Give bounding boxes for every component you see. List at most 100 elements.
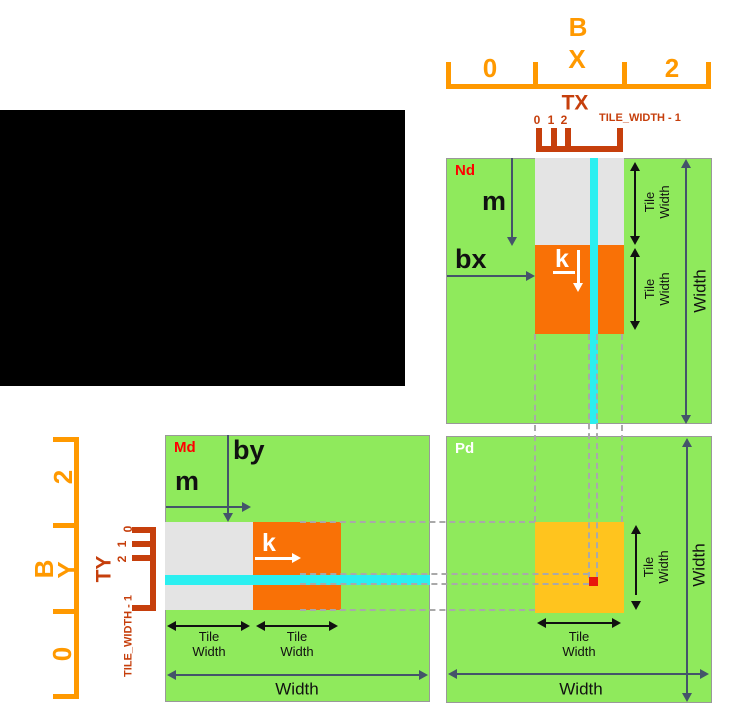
md-tilewidth2-arrowhead-left [256,621,265,631]
pd-result-element [589,577,598,586]
md-by-arrow-line [227,435,229,514]
md-tilewidth2-line1: Tile [286,629,308,644]
by-ruler-bar [74,437,79,699]
tx-tick-label-0: 0 [533,113,541,127]
pd-tilewidth-h-line2: Width [562,644,596,659]
tx-bracket-bar [536,146,623,152]
tx-bracket-tick-2 [565,128,571,152]
md-k-arrow-line [255,557,293,560]
nd-tilewidth2-arrowhead-down [630,321,640,330]
projection-v-stripe-right [596,334,598,578]
pd-tilewidth-v-arrow-line [635,533,637,595]
nd-m-arrowhead [507,237,517,246]
by-ruler-tick-3 [53,694,79,699]
pd-width-h-arrow-line [457,673,701,675]
projection-h-row-bottom [300,609,535,611]
pd-tilewidth-v-line1: Tile [641,556,656,578]
ty-bracket-tick-2 [132,555,156,561]
nd-m-label: m [482,186,507,216]
md-thread-row-stripe [165,575,430,585]
md-by-arrowhead [223,513,233,522]
nd-tilewidth1-arrow-line [634,170,636,237]
md-width-arrowhead-left [167,670,176,680]
md-by-label: by [233,435,265,465]
nd-bx-arrow-line [447,275,527,277]
pd-tilewidth-v-arrowhead-up [631,525,641,534]
nd-width-label: Width [690,269,710,313]
pd-width-v-arrow-line [686,446,688,694]
nd-width-arrowhead-up [681,159,691,168]
tx-bracket-tick-last [617,128,623,152]
md-tilewidth1-line2: Width [192,644,226,659]
nd-tilewidth2-line2: Width [657,272,672,306]
md-width-label: Width [275,679,319,699]
md-tilewidth1-line1: Tile [198,629,220,644]
nd-tilewidth2-label: Tile Width [642,272,672,305]
pd-label: Pd [455,440,475,457]
by-ruler-tick-0 [53,437,79,442]
by-tick-label-2: 2 [48,469,78,485]
md-m-label: m [175,466,200,496]
tx-tick-label-1: 1 [547,113,555,127]
pd-width-h-label: Width [559,679,603,699]
pd-width-v-arrowhead-up [682,438,692,447]
pd-width-h-arrowhead-right [700,669,709,679]
ty-tick-label-1: 1 [115,540,129,548]
by-tick-label-0: 0 [47,646,77,662]
projection-h-row-top [300,521,535,523]
md-width-arrow-line [176,674,420,676]
projection-h-stripe-top [300,573,589,575]
by-letter-y: Y [52,561,82,579]
pd-output-tile [535,522,624,613]
md-m-arrow-line [166,506,243,508]
pd-tilewidth-v-label: Tile Width [641,550,671,583]
bx-tick-label-2: 2 [664,53,680,83]
md-tilewidth2-line2: Width [280,644,314,659]
ty-bracket-tick-last [132,605,156,611]
nd-width-arrow-line [685,167,687,416]
nd-k-label: k [555,245,569,273]
nd-tilewidth1-label: Tile Width [642,185,672,218]
pd-tilewidth-v-line2: Width [656,550,671,584]
bx-tick-label-0: 0 [482,53,498,83]
pd-tilewidth-h-arrowhead-right [612,618,621,628]
nd-bx-arrowhead [526,271,535,281]
nd-label: Nd [455,162,475,179]
nd-tilewidth1-line2: Width [657,185,672,219]
md-tilewidth1-arrowhead-right [241,621,250,631]
pd-width-h-arrowhead-left [448,669,457,679]
nd-width-arrowhead-down [681,415,691,424]
bx-ruler-bar [446,84,711,89]
md-m-arrowhead [242,502,251,512]
nd-tilewidth1-arrowhead-down [630,236,640,245]
nd-tilewidth1-arrowhead-up [630,162,640,171]
md-tilewidth1-arrow-line [175,625,243,627]
nd-k-arrow-line [577,250,580,284]
bx-letter-x: X [568,44,586,74]
pd-width-v-arrowhead-down [682,693,692,702]
tx-bracket-tick-1 [551,128,557,152]
nd-bx-label: bx [455,244,487,274]
nd-column-strip [535,158,624,245]
projection-v-stripe-left [588,334,590,578]
md-label: Md [174,439,196,456]
md-k-arrowhead [292,553,301,563]
projection-v-tile-left [534,334,536,522]
nd-k-underline [553,271,575,274]
tx-title: TX [561,91,589,115]
pd-tilewidth-h-arrowhead-left [537,618,546,628]
md-tilewidth2-label: Tile Width [280,629,313,659]
md-tilewidth2-arrowhead-right [329,621,338,631]
nd-k-arrowhead [573,283,583,292]
ty-bracket-tick-0 [132,527,156,533]
ty-bracket-bar [150,527,156,611]
pd-tilewidth-h-line1: Tile [568,629,590,644]
tx-bracket-tick-0 [536,128,542,152]
tx-tick-label-last: TILE_WIDTH - 1 [599,112,681,124]
projection-v-tile-right [621,334,623,522]
bx-letter-b: B [568,12,588,42]
nd-tilewidth2-arrow-line [634,256,636,322]
ty-title: TY [92,555,116,583]
pd-width-v-label: Width [689,543,709,587]
md-tilewidth1-arrowhead-left [167,621,176,631]
